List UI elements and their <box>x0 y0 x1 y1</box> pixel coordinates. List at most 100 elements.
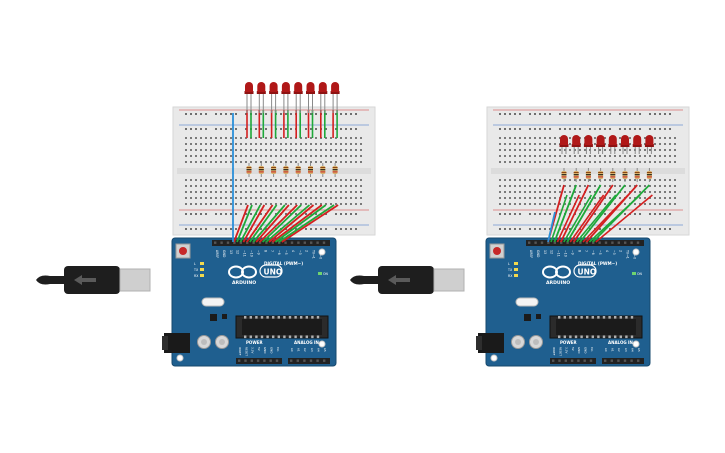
header-pin[interactable] <box>610 359 613 362</box>
resistor[interactable] <box>246 163 252 177</box>
power-jack[interactable] <box>164 333 190 353</box>
header-pin[interactable] <box>238 359 241 362</box>
led[interactable] <box>281 82 291 113</box>
header-pin[interactable] <box>250 359 253 362</box>
wire[interactable] <box>281 204 339 243</box>
header-pin[interactable] <box>577 359 580 362</box>
wire[interactable] <box>569 194 605 243</box>
header-pin[interactable] <box>220 241 223 244</box>
led[interactable] <box>583 135 593 154</box>
header-pin[interactable] <box>611 241 614 244</box>
header-pin[interactable] <box>246 241 249 244</box>
led[interactable] <box>644 135 654 154</box>
header-pin[interactable] <box>540 241 544 244</box>
led[interactable] <box>293 82 303 113</box>
resistor[interactable] <box>598 168 604 182</box>
header-pin[interactable] <box>636 241 640 244</box>
header-pin[interactable] <box>566 241 569 244</box>
led[interactable] <box>571 135 581 154</box>
header-pin[interactable] <box>623 359 627 362</box>
wire-green[interactable] <box>239 204 262 243</box>
header-pin[interactable] <box>637 359 640 362</box>
digital-header[interactable] <box>526 240 644 246</box>
wire-green[interactable] <box>278 204 335 243</box>
header-pin[interactable] <box>547 241 550 244</box>
resistor[interactable] <box>622 168 628 182</box>
usb-cable-icon[interactable] <box>36 266 151 294</box>
resistor[interactable] <box>295 163 301 177</box>
wire-green[interactable] <box>566 184 602 243</box>
header-pin[interactable] <box>558 359 561 362</box>
header-pin[interactable] <box>278 241 281 244</box>
header-pin[interactable] <box>258 241 262 244</box>
wire[interactable] <box>556 194 580 243</box>
header-pin[interactable] <box>297 241 300 244</box>
reset-button[interactable] <box>179 247 187 255</box>
led[interactable] <box>620 135 630 154</box>
resistor[interactable] <box>308 163 313 177</box>
header-pin[interactable] <box>233 241 236 244</box>
header-pin[interactable] <box>552 359 555 362</box>
wire-green[interactable] <box>553 184 578 243</box>
header-pin[interactable] <box>585 241 588 244</box>
wire-green[interactable] <box>252 204 286 243</box>
wire[interactable] <box>236 204 253 243</box>
header-pin[interactable] <box>316 359 319 362</box>
resistor[interactable] <box>610 168 616 182</box>
header-pin[interactable] <box>604 359 607 362</box>
wire-red[interactable] <box>559 184 590 243</box>
header-pin[interactable] <box>256 359 260 362</box>
header-pin[interactable] <box>589 359 593 362</box>
resistor[interactable] <box>258 163 264 177</box>
resistor[interactable] <box>320 163 326 177</box>
header-pin[interactable] <box>226 241 230 244</box>
header-pin[interactable] <box>624 241 627 244</box>
wires[interactable] <box>547 184 653 243</box>
header-pin[interactable] <box>309 359 313 362</box>
wire-red[interactable] <box>572 184 614 243</box>
wires[interactable] <box>232 110 339 243</box>
wire[interactable] <box>249 204 278 243</box>
resistor[interactable] <box>561 168 567 182</box>
wire[interactable] <box>268 204 315 243</box>
led[interactable] <box>596 135 606 154</box>
header-pin[interactable] <box>265 241 268 244</box>
header-pin[interactable] <box>303 241 306 244</box>
header-pin[interactable] <box>244 359 247 362</box>
led[interactable] <box>632 135 642 154</box>
led[interactable] <box>608 135 618 154</box>
header-pin[interactable] <box>598 241 601 244</box>
wire-green[interactable] <box>265 204 311 243</box>
wire[interactable] <box>595 194 653 243</box>
wire-red[interactable] <box>246 204 274 243</box>
led[interactable] <box>256 82 266 113</box>
header-pin[interactable] <box>564 359 567 362</box>
led[interactable] <box>330 82 340 113</box>
led[interactable] <box>318 82 328 113</box>
power-jack[interactable] <box>478 333 504 353</box>
wire-red[interactable] <box>585 184 638 243</box>
led[interactable] <box>244 82 254 113</box>
reset-button[interactable] <box>493 247 501 255</box>
header-pin[interactable] <box>534 241 537 244</box>
header-pin[interactable] <box>630 359 633 362</box>
header-pin[interactable] <box>553 241 556 244</box>
header-pin[interactable] <box>303 359 306 362</box>
wire[interactable] <box>242 204 266 243</box>
resistor[interactable] <box>585 168 591 182</box>
resistor[interactable] <box>646 168 652 182</box>
led[interactable] <box>269 82 279 113</box>
header-pin[interactable] <box>604 241 608 244</box>
wire-blue-ground[interactable] <box>547 211 556 243</box>
header-pin[interactable] <box>528 241 531 244</box>
digital-header[interactable] <box>212 240 330 246</box>
usb-cable-icon[interactable] <box>350 266 465 294</box>
header-pin[interactable] <box>572 241 576 244</box>
header-pin[interactable] <box>310 241 313 244</box>
header-pin[interactable] <box>316 241 319 244</box>
resistor[interactable] <box>573 168 579 182</box>
header-pin[interactable] <box>617 359 620 362</box>
